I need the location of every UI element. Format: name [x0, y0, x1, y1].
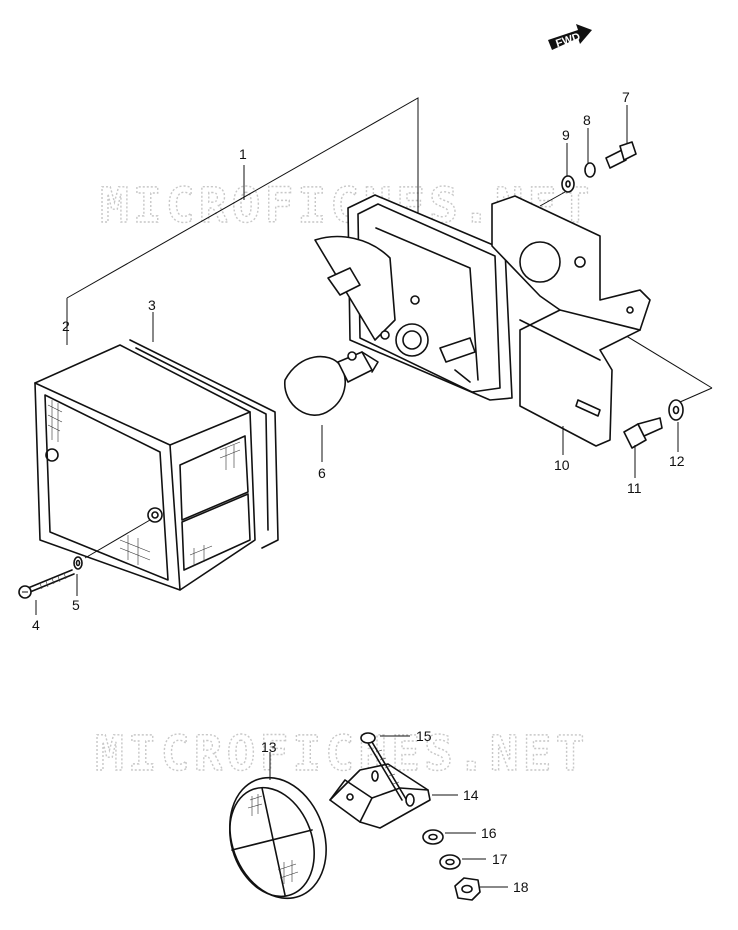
callout-13: 13: [261, 739, 277, 755]
bolt-7: [605, 141, 637, 169]
bracket: [491, 195, 651, 447]
callout-8: 8: [583, 112, 591, 128]
callout-18: 18: [513, 879, 529, 895]
callout-labels: 1 2 3 4 5 6 7 8 9 10 11 12 13 15 14 16 1…: [32, 89, 685, 895]
washer-9: [561, 175, 575, 193]
reflector-bracket: [329, 763, 431, 829]
callout-14: 14: [463, 787, 479, 803]
lens-screw: [18, 569, 75, 599]
callout-11: 11: [627, 480, 642, 496]
callout-17: 17: [492, 851, 508, 867]
callout-1: 1: [239, 146, 247, 162]
arrow-right-icon: [548, 24, 592, 50]
washer-12: [668, 399, 684, 421]
lock-washer-8: [584, 162, 596, 178]
callout-3: 3: [148, 297, 156, 313]
fwd-label: FWD: [554, 31, 582, 50]
lens: [34, 344, 256, 591]
callout-5: 5: [72, 597, 80, 613]
callout-9: 9: [562, 127, 570, 143]
callout-15: 15: [416, 728, 432, 744]
leader-lines: [35, 105, 679, 888]
callout-6: 6: [318, 465, 326, 481]
housing: [314, 194, 513, 401]
gasket: [129, 339, 279, 549]
callout-4: 4: [32, 617, 40, 633]
callout-12: 12: [669, 453, 685, 469]
washer-5: [73, 556, 83, 570]
bulb: [284, 351, 379, 416]
washer-16: [422, 829, 444, 845]
lock-washer-17: [439, 854, 461, 870]
screw-15: [360, 732, 407, 801]
callout-16: 16: [481, 825, 497, 841]
nut-18: [454, 877, 481, 901]
lens-hatching: [47, 400, 241, 566]
reflector: [229, 776, 327, 900]
bolt-11: [623, 417, 663, 449]
callout-10: 10: [554, 457, 570, 473]
callout-2: 2: [62, 318, 70, 334]
watermark-bottom: MICROFICHES.NET: [95, 726, 588, 782]
fwd-badge: FWD: [548, 24, 592, 50]
callout-7: 7: [622, 89, 630, 105]
